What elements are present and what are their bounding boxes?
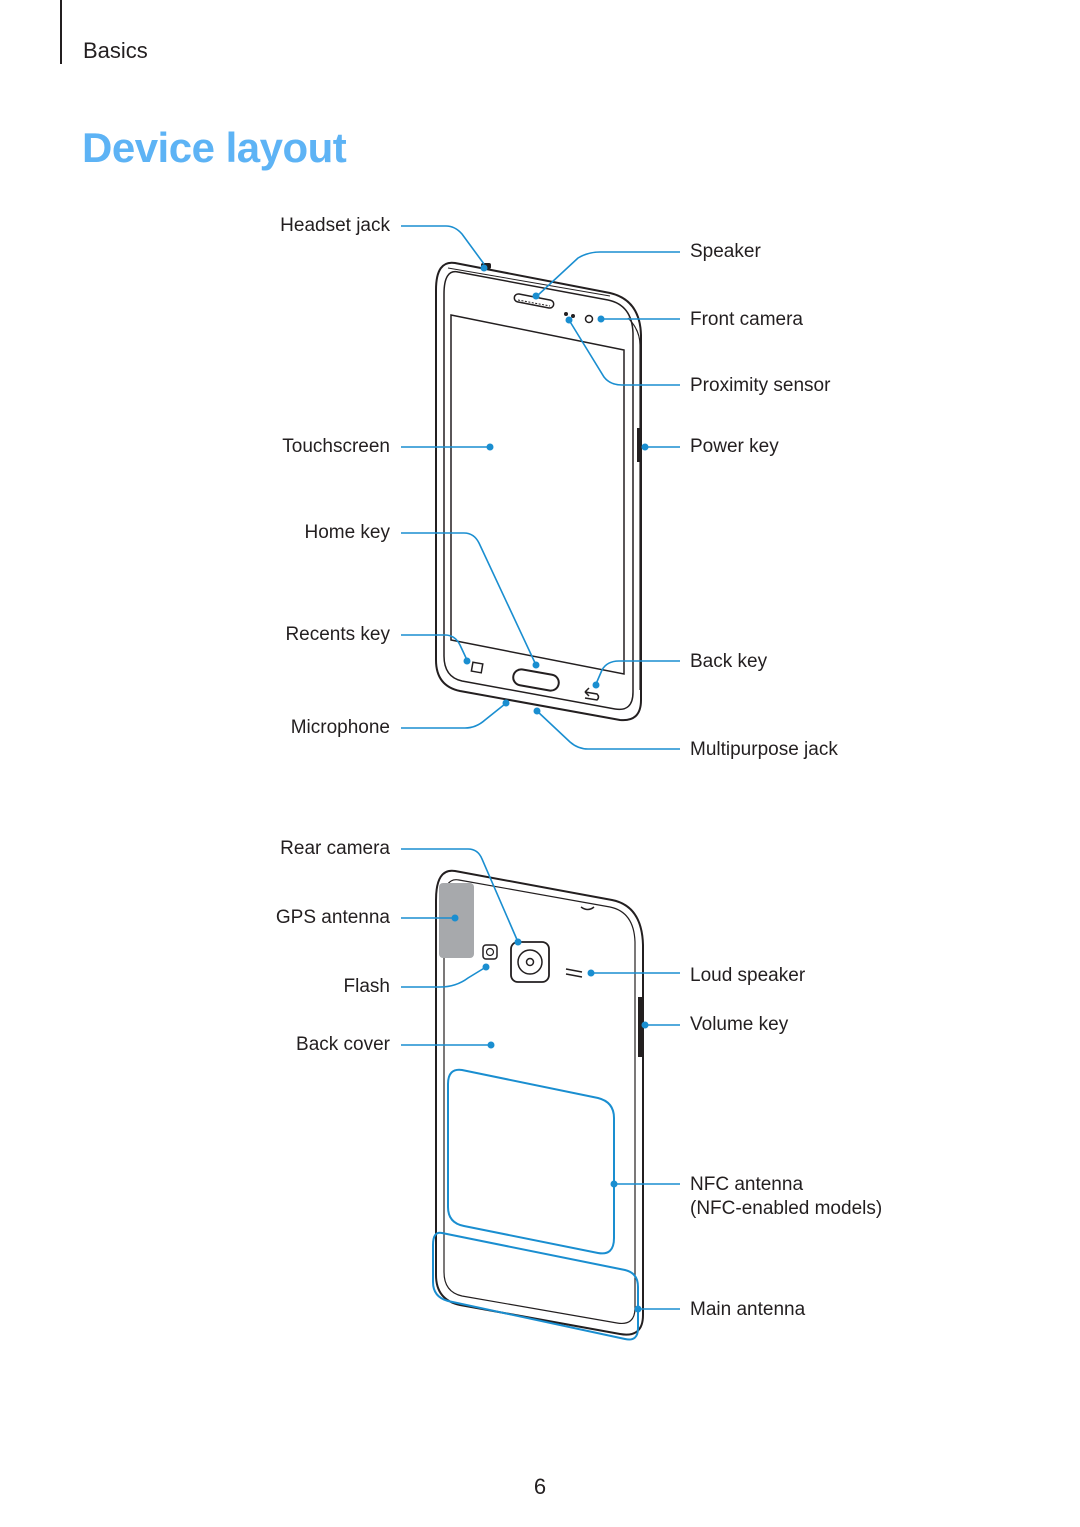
front-phone-side xyxy=(627,317,641,690)
front-phone-screen xyxy=(450,314,625,675)
callout-line-speaker xyxy=(536,251,680,297)
rear-camera-lens-inner xyxy=(525,957,535,967)
proximity-sensor-dot-2 xyxy=(571,314,575,318)
label-nfc-antenna-note: (NFC-enabled models) xyxy=(690,1198,883,1219)
label-recents-key: Recents key xyxy=(285,624,390,645)
rear-callouts xyxy=(401,848,680,1310)
main-antenna-area xyxy=(432,1231,639,1341)
rear-camera-housing xyxy=(510,941,550,983)
header-rule xyxy=(60,0,62,64)
callout-line-rear-camera xyxy=(401,848,519,943)
label-loud-speaker: Loud speaker xyxy=(690,965,806,986)
front-camera-lens xyxy=(584,314,594,324)
callout-line-home-key xyxy=(401,532,537,666)
label-microphone: Microphone xyxy=(290,717,390,738)
back-key-shape xyxy=(584,687,600,701)
home-key-shape xyxy=(512,668,560,692)
callout-line-multipurpose-jack xyxy=(536,710,680,750)
rear-mic-hole xyxy=(580,906,595,911)
page-number: 6 xyxy=(533,1474,547,1499)
front-phone-top-edge xyxy=(447,267,611,297)
front-callouts xyxy=(401,225,680,750)
label-multipurpose-jack: Multipurpose jack xyxy=(690,739,838,760)
callout-line-headset-jack xyxy=(401,225,485,265)
proximity-sensor-dot-1 xyxy=(564,312,568,316)
section-name: Basics xyxy=(83,38,148,63)
label-front-camera: Front camera xyxy=(690,309,803,330)
front-phone-bezel xyxy=(443,270,634,711)
power-key-shape xyxy=(637,428,642,462)
label-back-key: Back key xyxy=(690,651,768,672)
label-touchscreen: Touchscreen xyxy=(282,436,390,457)
front-phone xyxy=(435,261,642,722)
callout-line-microphone xyxy=(401,703,506,729)
label-back-cover: Back cover xyxy=(296,1034,390,1055)
label-main-antenna: Main antenna xyxy=(690,1299,806,1320)
label-flash: Flash xyxy=(343,976,390,997)
rear-phone-body xyxy=(435,869,644,1336)
rear-callout-dots xyxy=(451,914,649,1313)
recents-key-shape xyxy=(470,661,484,674)
volume-key-shape xyxy=(638,997,643,1057)
front-phone-body xyxy=(435,261,642,722)
label-proximity-sensor: Proximity sensor xyxy=(690,375,831,396)
label-home-key: Home key xyxy=(304,522,390,543)
rear-camera-lens-outer xyxy=(517,949,543,975)
label-headset-jack: Headset jack xyxy=(280,215,390,236)
flash-shape xyxy=(482,944,498,960)
callout-line-back-key xyxy=(595,660,680,685)
nfc-antenna-area xyxy=(447,1068,615,1255)
page-title: Device layout xyxy=(82,124,347,171)
loud-speaker-grille xyxy=(565,968,583,978)
label-rear-camera: Rear camera xyxy=(280,838,390,859)
callout-line-flash xyxy=(401,966,487,988)
label-gps-antenna: GPS antenna xyxy=(275,907,390,928)
callout-line-recents-key xyxy=(401,634,468,661)
label-speaker: Speaker xyxy=(690,241,761,262)
callout-line-proximity-sensor xyxy=(568,319,680,386)
label-nfc-antenna: NFC antenna xyxy=(690,1174,804,1195)
front-callout-dots xyxy=(463,264,649,715)
label-volume-key: Volume key xyxy=(690,1014,789,1035)
label-power-key: Power key xyxy=(690,436,779,457)
